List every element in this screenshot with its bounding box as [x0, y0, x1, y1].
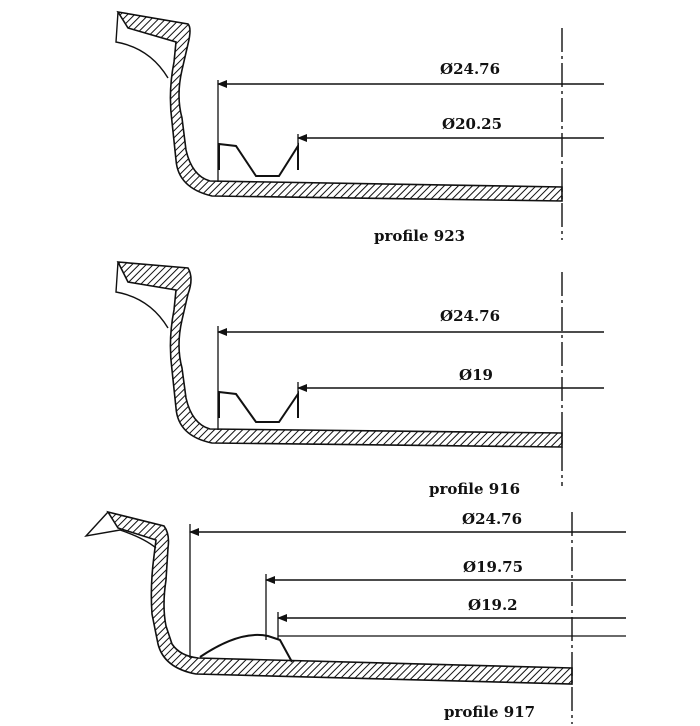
profile-923-caption: profile 923 [374, 227, 465, 245]
profile-923-section [116, 10, 563, 202]
profile-917-dim-2: Ø19.75 [463, 558, 523, 576]
profile-916-hump [218, 390, 299, 423]
profile-917-hump [199, 633, 293, 663]
profile-916-dim-1: Ø24.76 [440, 307, 500, 325]
profile-917-caption: profile 917 [444, 703, 535, 721]
profile-917-dim-3: Ø19.2 [468, 596, 518, 614]
profile-916-group: Ø24.76 Ø19 profile 916 [115, 261, 604, 498]
profile-916-dim-2: Ø19 [459, 366, 493, 384]
profile-917-dim-1: Ø24.76 [462, 510, 522, 528]
profile-917-group: Ø24.76 Ø19.75 Ø19.2 profile 917 [84, 510, 626, 724]
profile-923-dim-2: Ø20.25 [442, 115, 502, 133]
profile-923-hump [218, 142, 299, 177]
profile-917-flange-outline [84, 511, 157, 549]
profile-916-caption: profile 916 [429, 480, 520, 498]
profile-923-dim-1: Ø24.76 [440, 60, 500, 78]
profile-923-flange-outline [115, 11, 169, 79]
profile-923-group: Ø24.76 Ø20.25 profile 923 [115, 10, 604, 245]
profile-916-flange-outline [115, 261, 169, 329]
profile-916-section [116, 261, 563, 448]
